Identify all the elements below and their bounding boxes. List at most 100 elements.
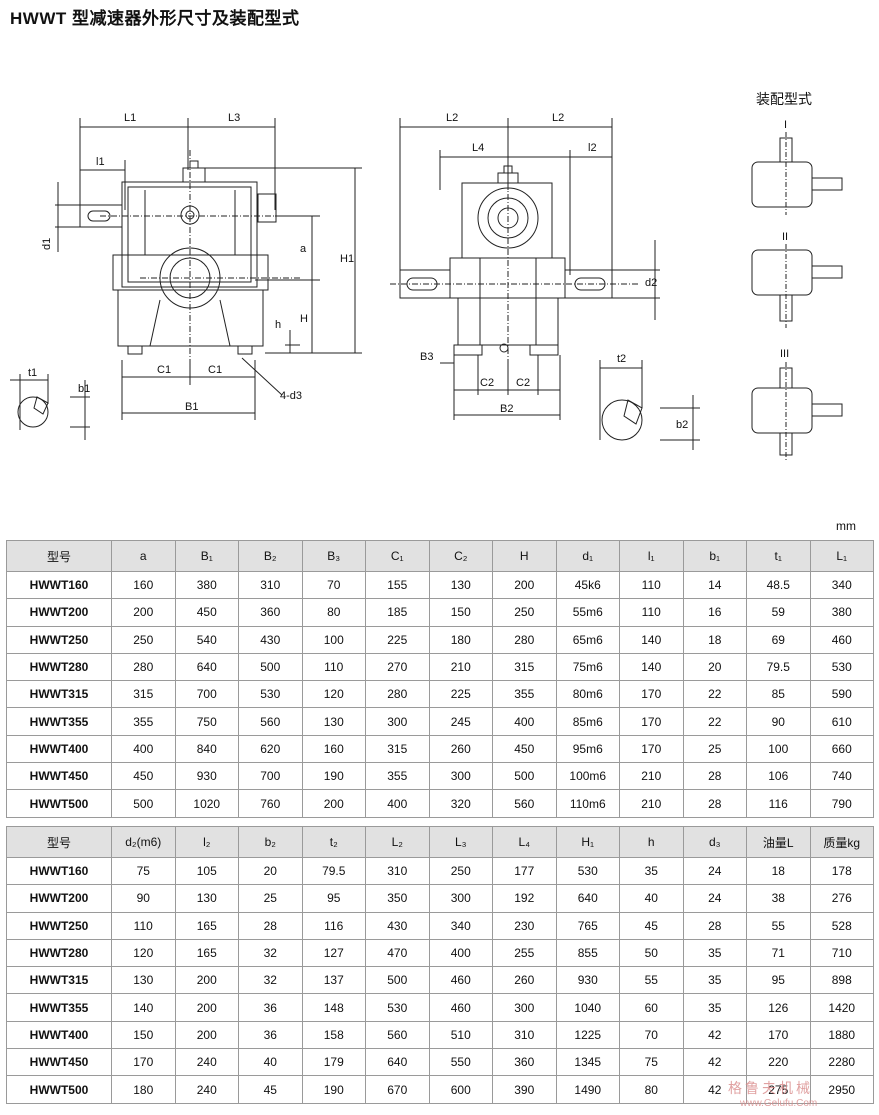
value-cell: 90 <box>746 707 811 736</box>
front-view-drawing <box>10 118 362 440</box>
model-cell: HWWT500 <box>6 789 112 818</box>
value-cell: 90 <box>111 884 176 913</box>
value-cell: 79.5 <box>746 652 811 682</box>
value-cell: 130 <box>428 570 493 600</box>
model-cell: HWWT280 <box>6 652 112 682</box>
value-cell: 36 <box>238 1020 303 1050</box>
value-cell: 390 <box>492 1075 557 1104</box>
value-cell: 105 <box>174 856 239 886</box>
watermark-text: 格鲁夫机械 <box>728 1080 813 1096</box>
value-cell: 530 <box>238 680 303 709</box>
value-cell: 250 <box>111 625 176 654</box>
value-cell: 65m6 <box>555 625 620 654</box>
label-t1: t1 <box>28 367 37 379</box>
label-L3: L3 <box>228 112 240 124</box>
value-cell: 225 <box>365 625 430 654</box>
value-cell: 116 <box>746 789 811 818</box>
model-cell: HWWT400 <box>6 1020 112 1050</box>
value-cell: 28 <box>682 911 747 940</box>
value-cell: 400 <box>365 789 430 818</box>
value-cell: 50 <box>619 938 684 968</box>
value-cell: 22 <box>682 707 747 736</box>
value-cell: 260 <box>428 734 493 764</box>
model-cell: HWWT200 <box>6 884 112 913</box>
value-cell: 230 <box>492 911 557 940</box>
value-cell: 79.5 <box>301 856 366 886</box>
value-cell: 70 <box>619 1020 684 1050</box>
value-cell: 340 <box>809 570 874 600</box>
assembly-type-ii <box>751 244 843 328</box>
value-cell: 550 <box>428 1048 493 1077</box>
model-cell: HWWT250 <box>6 625 112 654</box>
column-header: L₃ <box>428 826 493 858</box>
value-cell: 528 <box>809 911 874 940</box>
value-cell: 80 <box>619 1075 684 1104</box>
value-cell: 48.5 <box>746 570 811 600</box>
value-cell: 930 <box>555 966 620 995</box>
value-cell: 80m6 <box>555 680 620 709</box>
value-cell: 185 <box>365 598 430 627</box>
value-cell: 500 <box>492 762 557 791</box>
value-cell: 470 <box>365 938 430 968</box>
value-cell: 1225 <box>555 1020 620 1050</box>
column-header: 型号 <box>6 540 112 572</box>
value-cell: 130 <box>174 884 239 913</box>
value-cell: 179 <box>301 1048 366 1077</box>
value-cell: 500 <box>238 652 303 682</box>
value-cell: 2950 <box>809 1075 874 1104</box>
value-cell: 25 <box>238 884 303 913</box>
value-cell: 200 <box>174 993 239 1022</box>
value-cell: 35 <box>682 938 747 968</box>
value-cell: 530 <box>809 652 874 682</box>
value-cell: 130 <box>111 966 176 995</box>
value-cell: 75m6 <box>555 652 620 682</box>
page-title: HWWT 型减速器外形尺寸及装配型式 <box>10 9 300 28</box>
value-cell: 45k6 <box>555 570 620 600</box>
value-cell: 225 <box>428 680 493 709</box>
value-cell: 250 <box>428 856 493 886</box>
value-cell: 240 <box>174 1048 239 1077</box>
value-cell: 170 <box>619 707 684 736</box>
model-cell: HWWT450 <box>6 1048 112 1077</box>
value-cell: 1490 <box>555 1075 620 1104</box>
value-cell: 40 <box>619 884 684 913</box>
value-cell: 170 <box>619 734 684 764</box>
value-cell: 310 <box>365 856 430 886</box>
watermark-url: www.Gelufu.Com <box>740 1098 818 1109</box>
value-cell: 70 <box>301 570 366 600</box>
value-cell: 55 <box>746 911 811 940</box>
value-cell: 110 <box>619 570 684 600</box>
model-cell: HWWT250 <box>6 911 112 940</box>
value-cell: 300 <box>428 884 493 913</box>
value-cell: 126 <box>746 993 811 1022</box>
value-cell: 178 <box>809 856 874 886</box>
value-cell: 20 <box>238 856 303 886</box>
value-cell: 670 <box>365 1075 430 1104</box>
value-cell: 59 <box>746 598 811 627</box>
value-cell: 240 <box>174 1075 239 1104</box>
value-cell: 310 <box>238 570 303 600</box>
value-cell: 340 <box>428 911 493 940</box>
value-cell: 140 <box>111 993 176 1022</box>
label-L1: L1 <box>124 112 136 124</box>
value-cell: 130 <box>301 707 366 736</box>
label-d2: d2 <box>645 277 657 289</box>
value-cell: 740 <box>809 762 874 791</box>
label-a: a <box>300 243 307 255</box>
value-cell: 1040 <box>555 993 620 1022</box>
value-cell: 20 <box>682 652 747 682</box>
value-cell: 1880 <box>809 1020 874 1050</box>
value-cell: 600 <box>428 1075 493 1104</box>
value-cell: 430 <box>365 911 430 940</box>
column-header: B₁ <box>174 540 239 572</box>
value-cell: 28 <box>682 789 747 818</box>
